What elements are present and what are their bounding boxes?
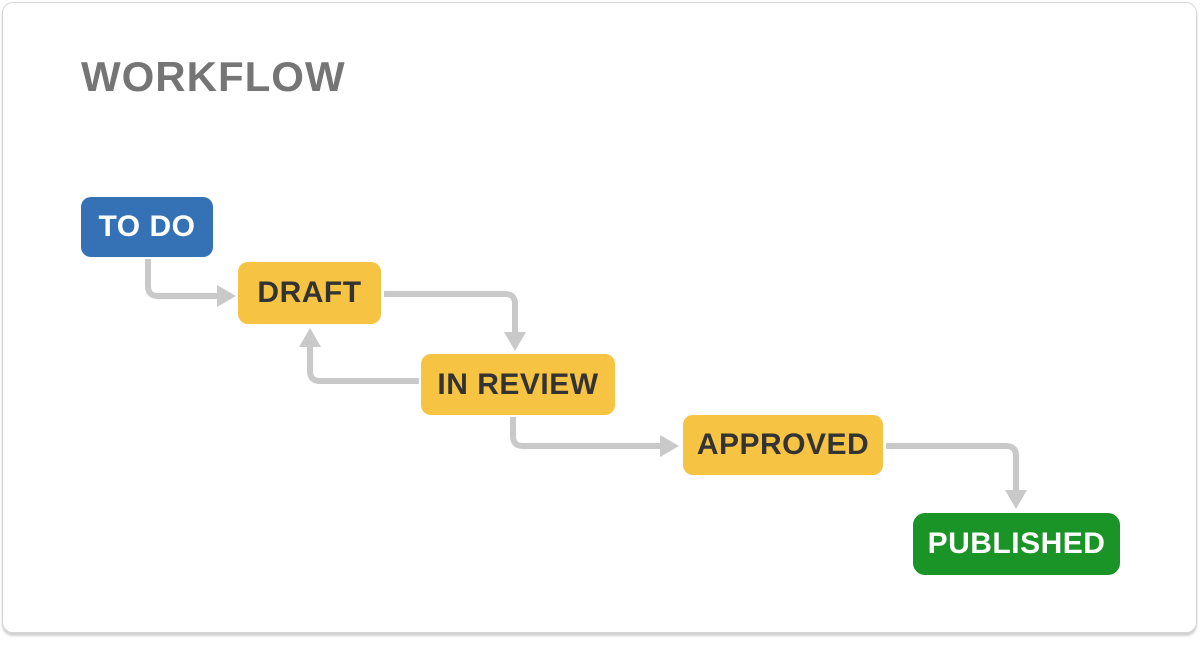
workflow-node-to-do-label: TO DO xyxy=(98,210,196,243)
workflow-node-in-review-label: IN REVIEW xyxy=(437,367,599,401)
arrowhead-draft-to-inreview xyxy=(504,332,526,351)
workflow-node-published-label: PUBLISHED xyxy=(927,527,1106,560)
arrowhead-todo-to-draft xyxy=(217,285,236,307)
diagram-title: WORKFLOW xyxy=(81,53,346,100)
edge-draft-to-inreview-path xyxy=(384,291,518,332)
workflow-node-approved-label: APPROVED xyxy=(696,428,870,461)
arrowhead-inreview-to-draft xyxy=(299,328,321,347)
workflow-node-approved: APPROVED xyxy=(683,415,883,475)
edge-approved-to-published-path xyxy=(886,443,1019,490)
edge-inreview-to-approved-path xyxy=(510,417,660,449)
arrowhead-approved-to-published xyxy=(1005,490,1027,509)
edge-inreview-to-draft-path xyxy=(307,347,419,384)
workflow-node-draft-label: DRAFT xyxy=(257,276,362,309)
workflow-node-draft: DRAFT xyxy=(238,262,381,324)
workflow-node-published: PUBLISHED xyxy=(913,513,1120,575)
edge-todo-to-draft-path xyxy=(145,259,217,299)
workflow-node-to-do: TO DO xyxy=(81,197,213,257)
workflow-node-in-review: IN REVIEW xyxy=(421,354,615,415)
arrowhead-inreview-to-approved xyxy=(660,435,679,457)
workflow-diagram-card: WORKFLOW TO DO DRAFT IN REVIEW APPROVED … xyxy=(2,2,1197,633)
